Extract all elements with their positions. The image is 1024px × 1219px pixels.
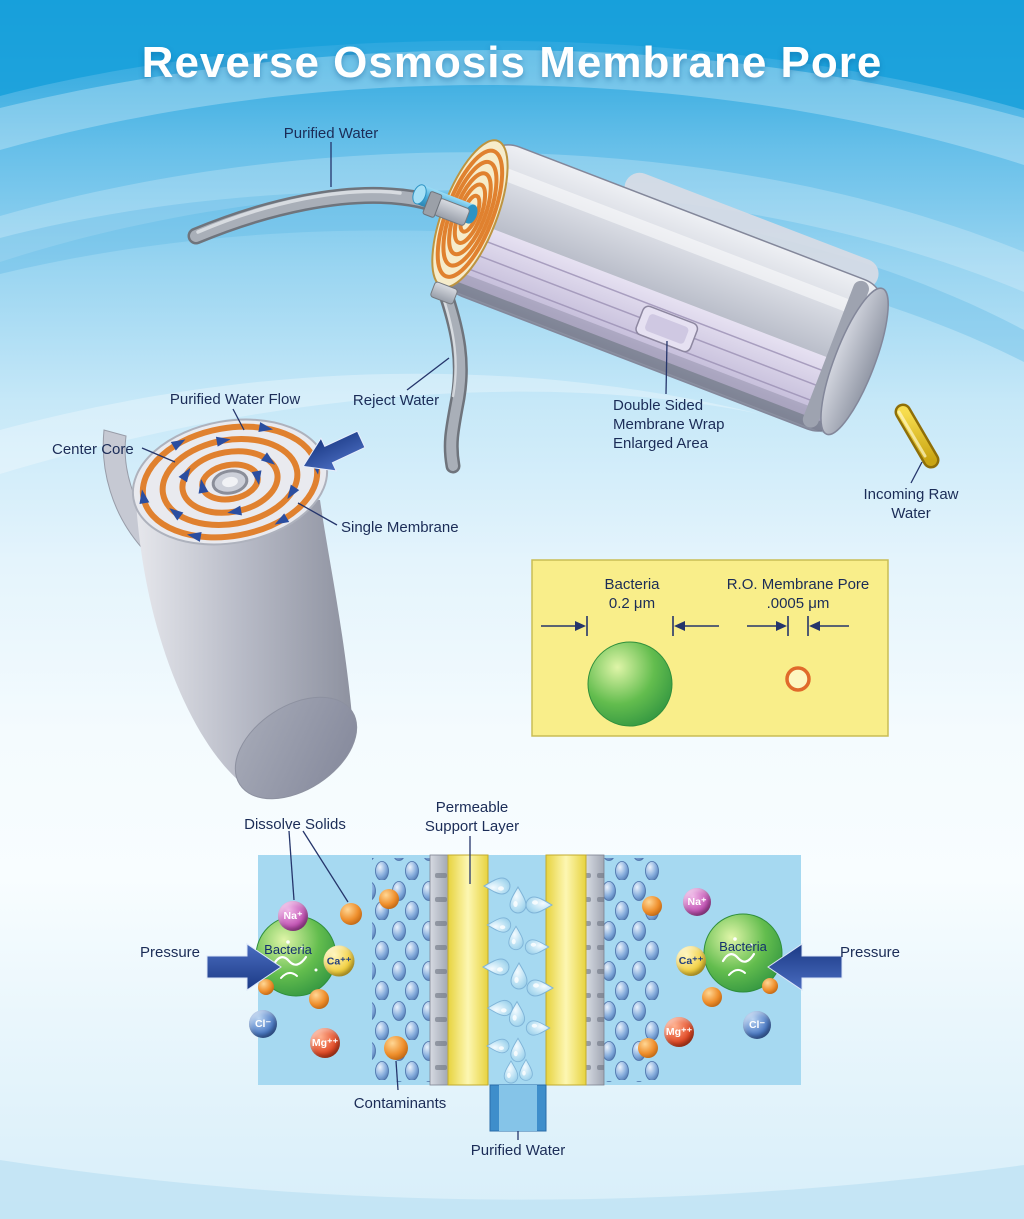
- ion-cl-right: Cl⁻: [743, 1011, 771, 1039]
- tube-fitting-bottom: [430, 281, 458, 305]
- leader-lines: [141, 142, 923, 1140]
- pressure-right-label: Pressure: [839, 944, 901, 961]
- ion-mg-right: Mg⁺⁺: [664, 1017, 694, 1047]
- membrane-wrap-label: Double Sided Membrane Wrap Enlarged Area: [613, 397, 725, 452]
- page-title: Reverse Osmosis Membrane Pore: [141, 38, 883, 87]
- tube-fitting-top: [422, 191, 470, 226]
- reject-water-label: Reject Water: [352, 392, 440, 409]
- ro-module-illustration: [187, 139, 940, 474]
- module-body: [412, 139, 889, 436]
- single-membrane-label: Single Membrane: [341, 519, 459, 536]
- support-layer-left: [447, 854, 489, 1086]
- bacteria-right-label: Bacteria: [719, 939, 767, 954]
- membrane-pore-size-label: R.O. Membrane Pore .0005 μm: [726, 576, 870, 612]
- dissolve-solids-label: Dissolve Solids: [244, 816, 346, 833]
- inflow-arrow: [302, 430, 366, 472]
- filtration-diagram: [206, 854, 843, 1132]
- support-layer-right: [545, 854, 587, 1086]
- measure-arrows-bacteria: [541, 616, 719, 636]
- bacteria-size-circle: [587, 641, 673, 727]
- ion-na-left: Na⁺: [278, 901, 308, 931]
- ion-ca-left: Ca⁺⁺: [323, 945, 355, 977]
- pressure-arrow-right: [767, 943, 843, 991]
- dissolved-solids-right: [638, 896, 778, 1058]
- measure-arrows-pore: [747, 616, 849, 636]
- ion-na-right: Na⁺: [683, 888, 711, 916]
- ion-cl-left: Cl⁻: [249, 1010, 277, 1038]
- ion-ca-right: Ca⁺⁺: [676, 946, 706, 976]
- contaminants-label: Contaminants: [353, 1095, 447, 1112]
- pore-size-comparison-box: [531, 559, 889, 737]
- bacteria-size-label: Bacteria 0.2 μm: [604, 576, 660, 612]
- spiral-membrane-illustration: [102, 418, 366, 800]
- pressure-arrow-left: [206, 943, 282, 991]
- dissolved-solids-left: [258, 889, 408, 1060]
- purified-water-flow-label: Purified Water Flow: [169, 391, 301, 408]
- bacteria-left-label: Bacteria: [264, 942, 312, 957]
- center-core-label: Center Core: [52, 441, 134, 458]
- incoming-raw-water-label: Incoming Raw Water: [863, 486, 959, 522]
- support-layer-label: Permeable Support Layer: [424, 799, 520, 835]
- membrane-pore-circle: [785, 666, 811, 692]
- purified-water-bottom-label: Purified Water: [470, 1142, 566, 1159]
- pressure-left-label: Pressure: [139, 944, 201, 961]
- spiral-top-face: [131, 418, 329, 546]
- ion-mg-left: Mg⁺⁺: [310, 1028, 340, 1058]
- purified-water-top-label: Purified Water: [283, 125, 379, 142]
